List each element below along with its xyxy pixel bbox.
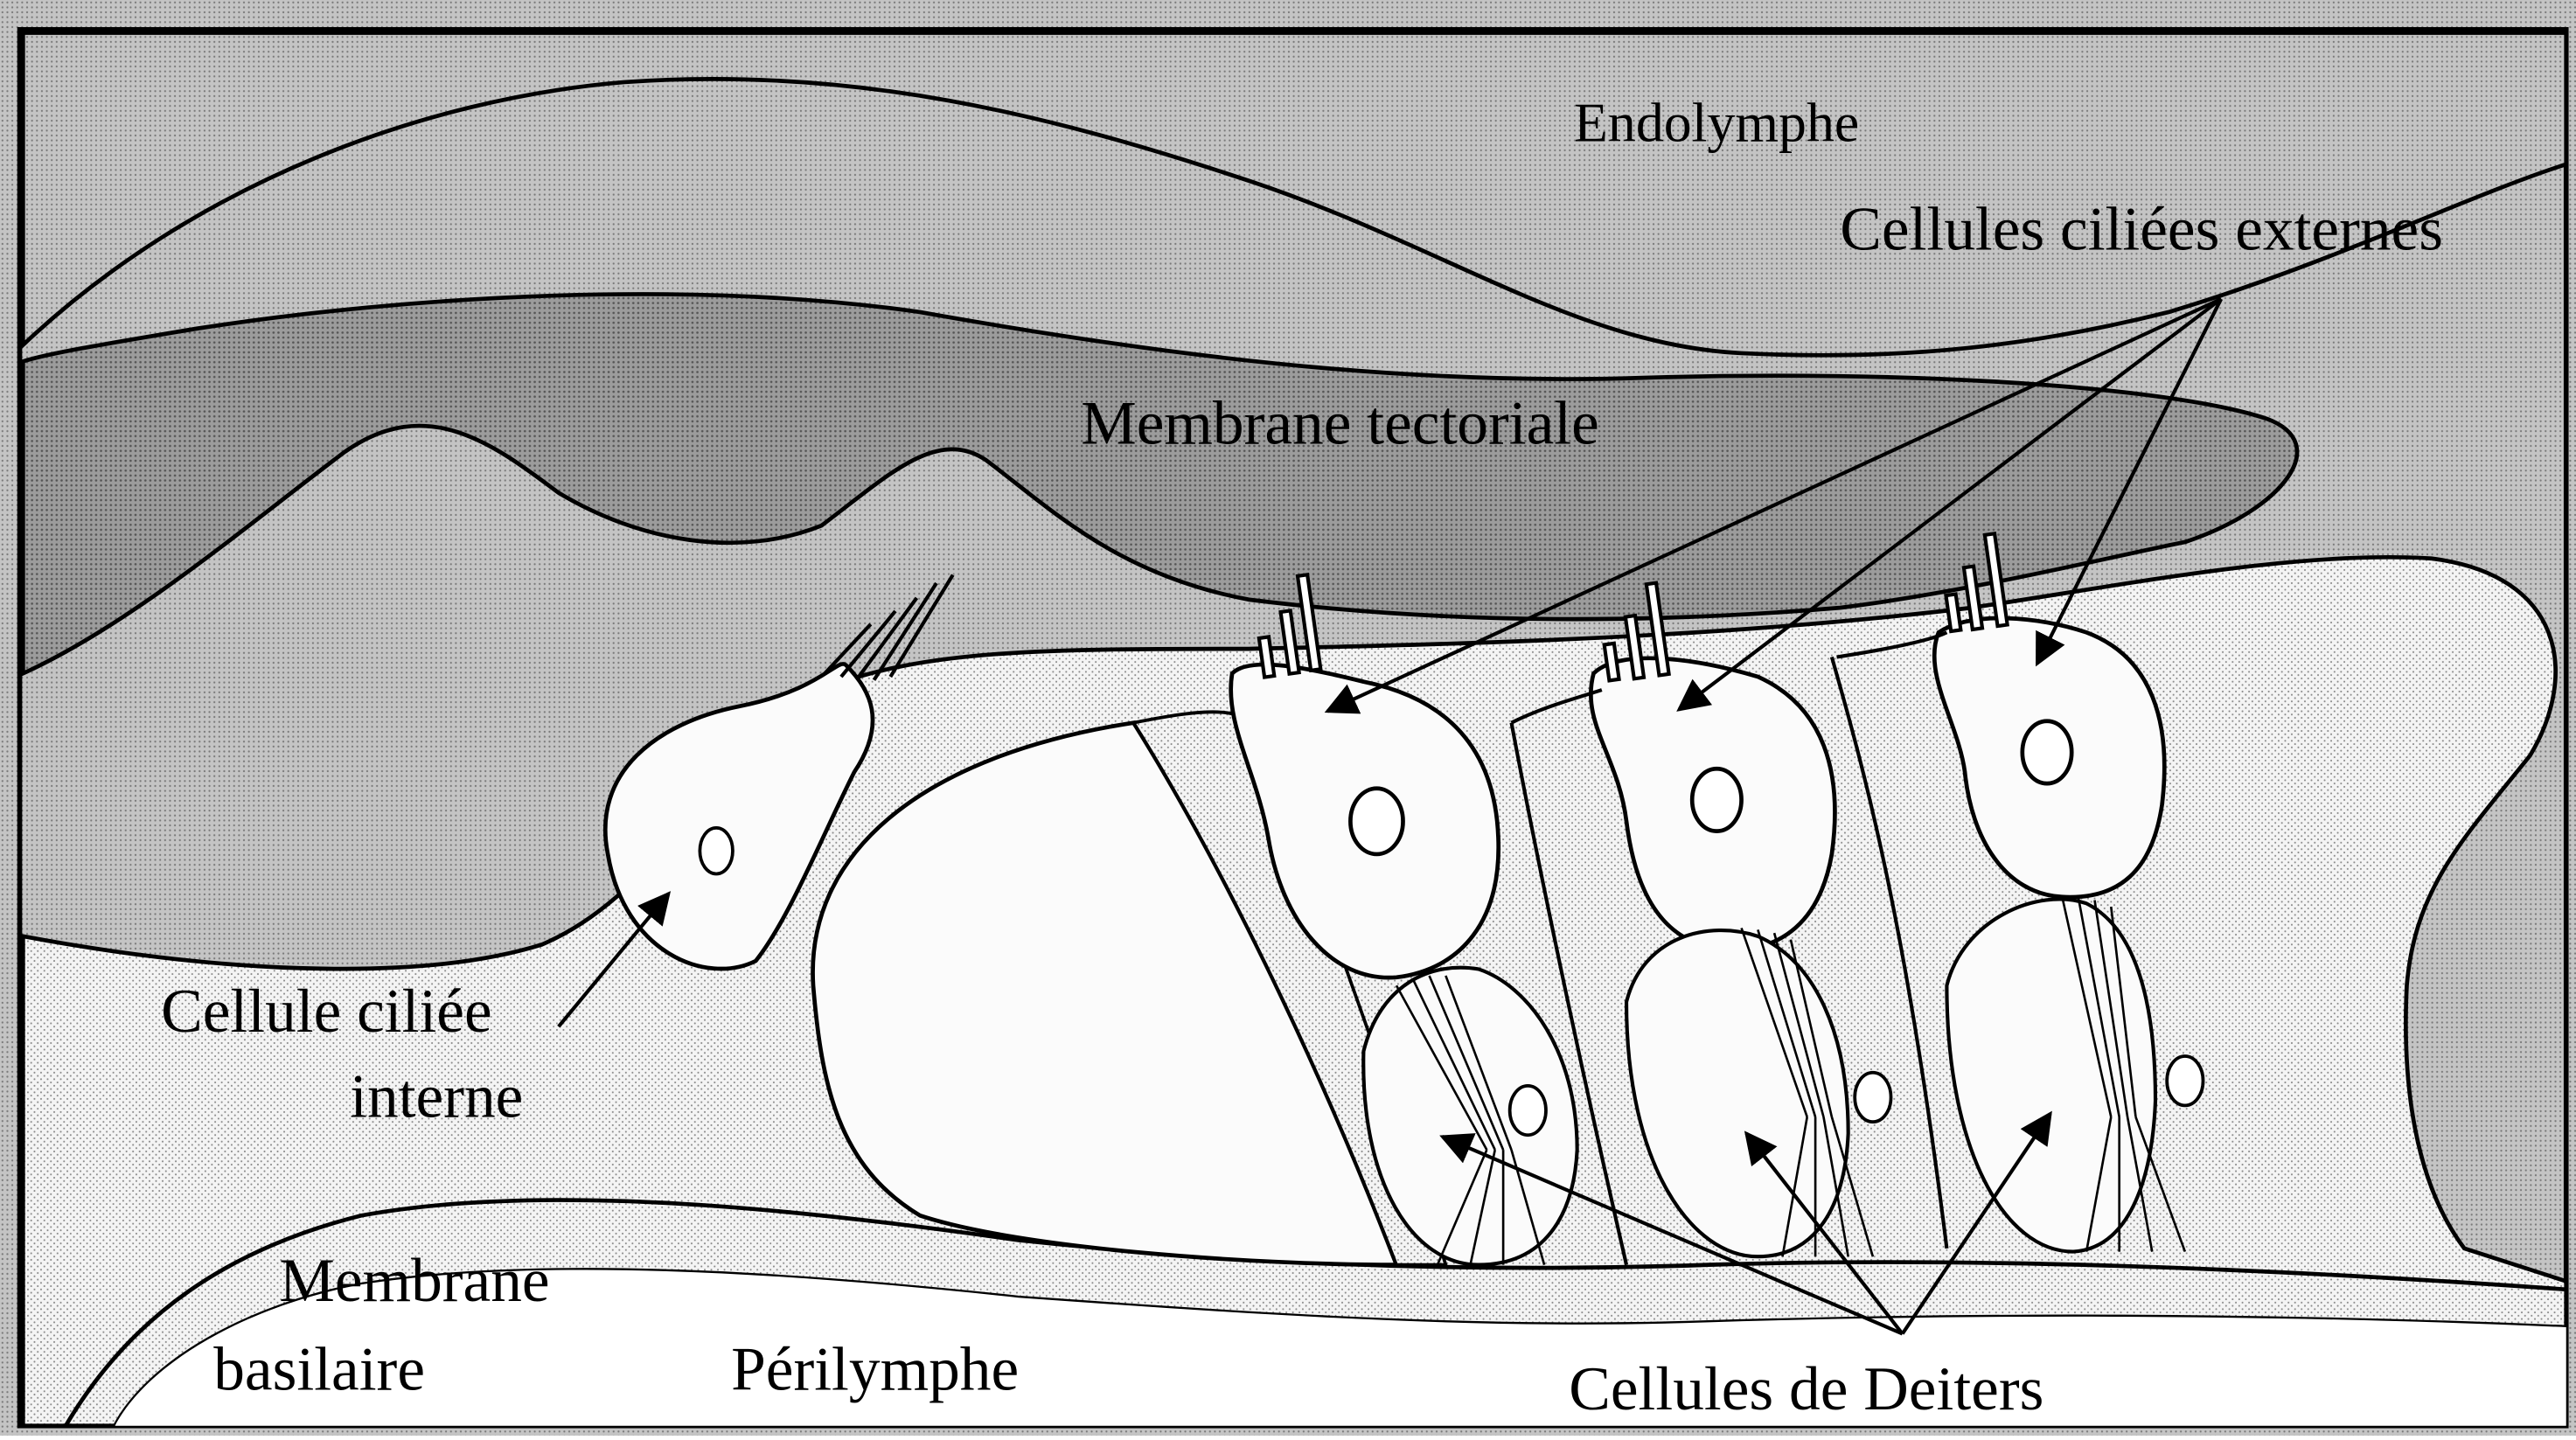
label-perilymphe: Périlymphe — [731, 1334, 1019, 1403]
label-membrane-basilaire-line1: Membrane — [279, 1246, 549, 1315]
label-endolymphe: Endolymphe — [1574, 92, 1859, 154]
label-membrane-basilaire-line2: basilaire — [213, 1334, 425, 1403]
label-cellule-ciliee-interne-line2: interne — [350, 1062, 523, 1131]
label-cellule-ciliee-interne-line1: Cellule ciliée — [161, 977, 492, 1046]
label-membrane-tectoriale: Membrane tectoriale — [1081, 388, 1599, 457]
label-cellules-de-deiters: Cellules de Deiters — [1569, 1354, 2043, 1423]
label-cellules-ciliees-externes: Cellules ciliées externes — [1840, 195, 2443, 264]
